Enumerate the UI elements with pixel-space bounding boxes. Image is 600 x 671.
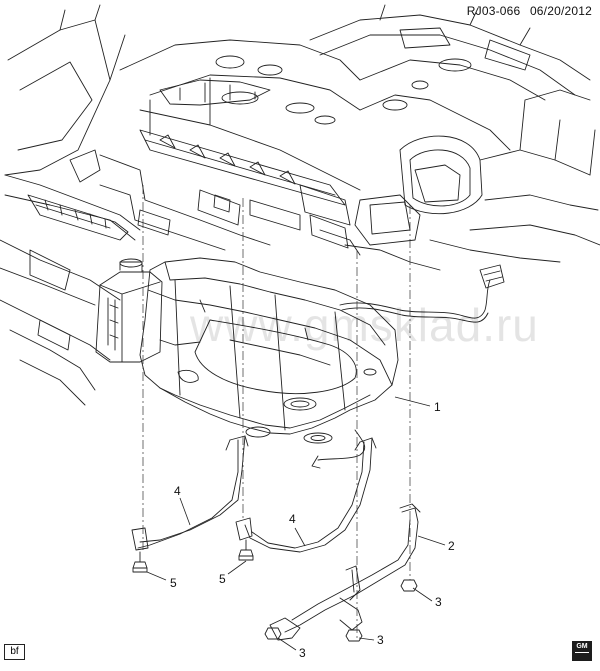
bolt-right xyxy=(238,539,254,561)
callout-leaders xyxy=(146,396,446,651)
gm-logo: GM xyxy=(572,641,592,661)
callout-3: 3 xyxy=(299,646,306,660)
fuel-pump-harness xyxy=(311,264,505,469)
figure-header: RJ03-066 06/20/2012 xyxy=(467,4,592,18)
callout-4: 4 xyxy=(289,512,296,526)
tank-strap-left xyxy=(131,435,249,551)
bolt-left xyxy=(132,551,148,573)
bf-badge: bf xyxy=(4,644,25,660)
callout-5: 5 xyxy=(170,576,177,590)
callout-5: 5 xyxy=(219,572,226,586)
figure-date: 06/20/2012 xyxy=(529,4,592,18)
nut-a xyxy=(400,579,418,592)
vehicle-underbody xyxy=(0,4,600,406)
nut-b xyxy=(345,629,363,642)
assembly-centerlines xyxy=(142,185,411,640)
callout-2: 2 xyxy=(448,539,455,553)
evap-canister xyxy=(95,258,201,363)
figure-id: RJ03-066 xyxy=(466,4,521,18)
fuel-tank xyxy=(139,257,399,444)
callout-4: 4 xyxy=(174,484,181,498)
callout-1: 1 xyxy=(434,400,441,414)
tank-shield-bracket xyxy=(269,503,421,641)
gm-logo-text: GM xyxy=(576,643,588,650)
nut-c xyxy=(264,627,282,640)
gm-logo-underline xyxy=(575,652,589,653)
callout-3: 3 xyxy=(377,633,384,647)
tank-strap-right xyxy=(235,437,377,553)
callout-3: 3 xyxy=(435,595,442,609)
